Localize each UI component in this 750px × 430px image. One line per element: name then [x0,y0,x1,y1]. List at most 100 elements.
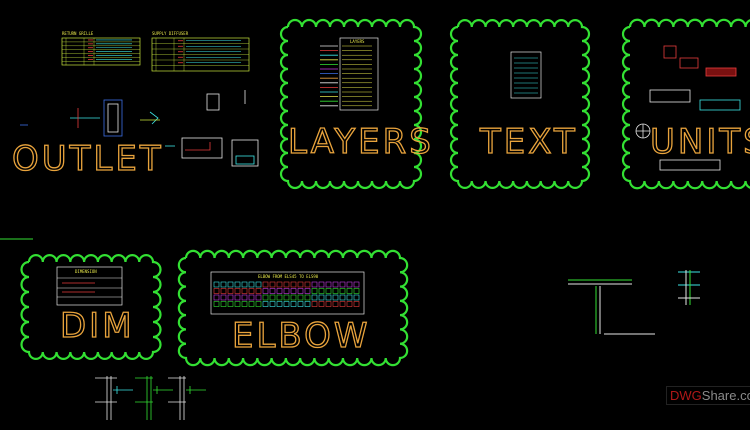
elbow-cell [332,301,339,307]
elbow-cell [353,294,360,301]
elbow-cell [339,288,346,294]
elbow-cell [220,301,227,307]
tee-fitting [568,270,700,335]
elbow-cell [241,288,248,294]
bottom-fittings [95,376,206,420]
dim-label: DIM [60,306,135,346]
elbow-cell [276,294,283,301]
elbow-cell [304,288,311,294]
elbow-cell [283,281,290,288]
elbow-cell [220,288,227,294]
elbow-label: ELBOW [232,316,371,356]
elbow-cell [269,294,276,301]
dimension-table-title: DIMENSION [75,269,97,274]
elbow-cell [227,281,234,288]
dimension-table[interactable]: DIMENSION [56,266,123,306]
supply-diffuser-table[interactable]: SUPPLY DIFFUSER [151,31,250,72]
elbow-cell [248,281,255,288]
elbow-cell [241,281,248,288]
elbow-cell [353,288,360,294]
text-style-table[interactable] [510,51,542,99]
elbow-cell [255,301,262,307]
elbow-cell [346,301,353,307]
elbow-cell [262,288,269,294]
elbow-cell [269,288,276,294]
elbow-cell [220,294,227,301]
elbow-cell [290,301,297,307]
elbow-cell [248,288,255,294]
elbow-cell [290,281,297,288]
elbow-cell [227,294,234,301]
elbow-cell [346,294,353,301]
elbow-cell [332,281,339,288]
elbow-cell [262,281,269,288]
elbow-cell [318,288,325,294]
elbow-cell [227,288,234,294]
elbow-cell [297,294,304,301]
layers-cloud[interactable] [279,18,423,190]
elbow-cell [339,301,346,307]
elbow-cell [297,301,304,307]
elbow-table[interactable]: ELBOW FROM ELS45 TO ELS90 [210,271,365,315]
elbow-cell [234,288,241,294]
elbow-cell [213,294,220,301]
elbow-cell [269,301,276,307]
elbow-cell [234,301,241,307]
elbow-cell [304,301,311,307]
elbow-cell [283,294,290,301]
elbow-cell [339,281,346,288]
elbow-cell [304,281,311,288]
elbow-cell [262,301,269,307]
elbow-cell [297,281,304,288]
elbow-cell [276,288,283,294]
elbow-cell [290,294,297,301]
elbow-cloud[interactable] [177,249,409,367]
elbow-cell [332,294,339,301]
layers-table[interactable]: LAYERS [320,37,379,111]
elbow-cell [290,288,297,294]
elbow-cell [353,281,360,288]
elbow-cell [318,281,325,288]
watermark-logo: DWGShare.co [666,386,750,405]
units-sketches [635,45,741,171]
dim-cloud[interactable] [20,254,162,360]
elbow-cell [311,294,318,301]
elbow-cell [311,288,318,294]
elbow-cell [248,294,255,301]
elbow-cell [353,301,360,307]
elbow-cell [332,288,339,294]
elbow-cell [220,281,227,288]
elbow-cell [325,288,332,294]
elbow-cell [297,288,304,294]
elbow-cell [213,288,220,294]
elbow-cell [318,301,325,307]
elbow-cell [318,294,325,301]
outlet-sketches [20,90,259,167]
elbow-cell [346,288,353,294]
elbow-cell [255,288,262,294]
elbow-cell [346,281,353,288]
elbow-cell [325,281,332,288]
return-grille-title: RETURN GRILLE [62,31,94,36]
units-cloud[interactable] [621,18,750,190]
outlet-label: OUTLET [12,139,164,179]
supply-diffuser-title: SUPPLY DIFFUSER [152,31,189,36]
elbow-cell [227,301,234,307]
elbow-cell [248,301,255,307]
elbow-cell [311,301,318,307]
return-grille-table[interactable]: RETURN GRILLE [61,31,141,66]
elbow-cell [304,294,311,301]
elbow-cell [234,294,241,301]
elbow-cell [241,294,248,301]
units-label: UNITS [650,122,750,162]
text-label: TEXT [479,122,578,162]
elbow-cell [276,301,283,307]
text-cloud[interactable] [449,19,591,189]
elbow-cell [255,294,262,301]
elbow-cell [283,288,290,294]
elbow-cell [255,281,262,288]
elbow-cell [241,301,248,307]
elbow-cell [213,281,220,288]
